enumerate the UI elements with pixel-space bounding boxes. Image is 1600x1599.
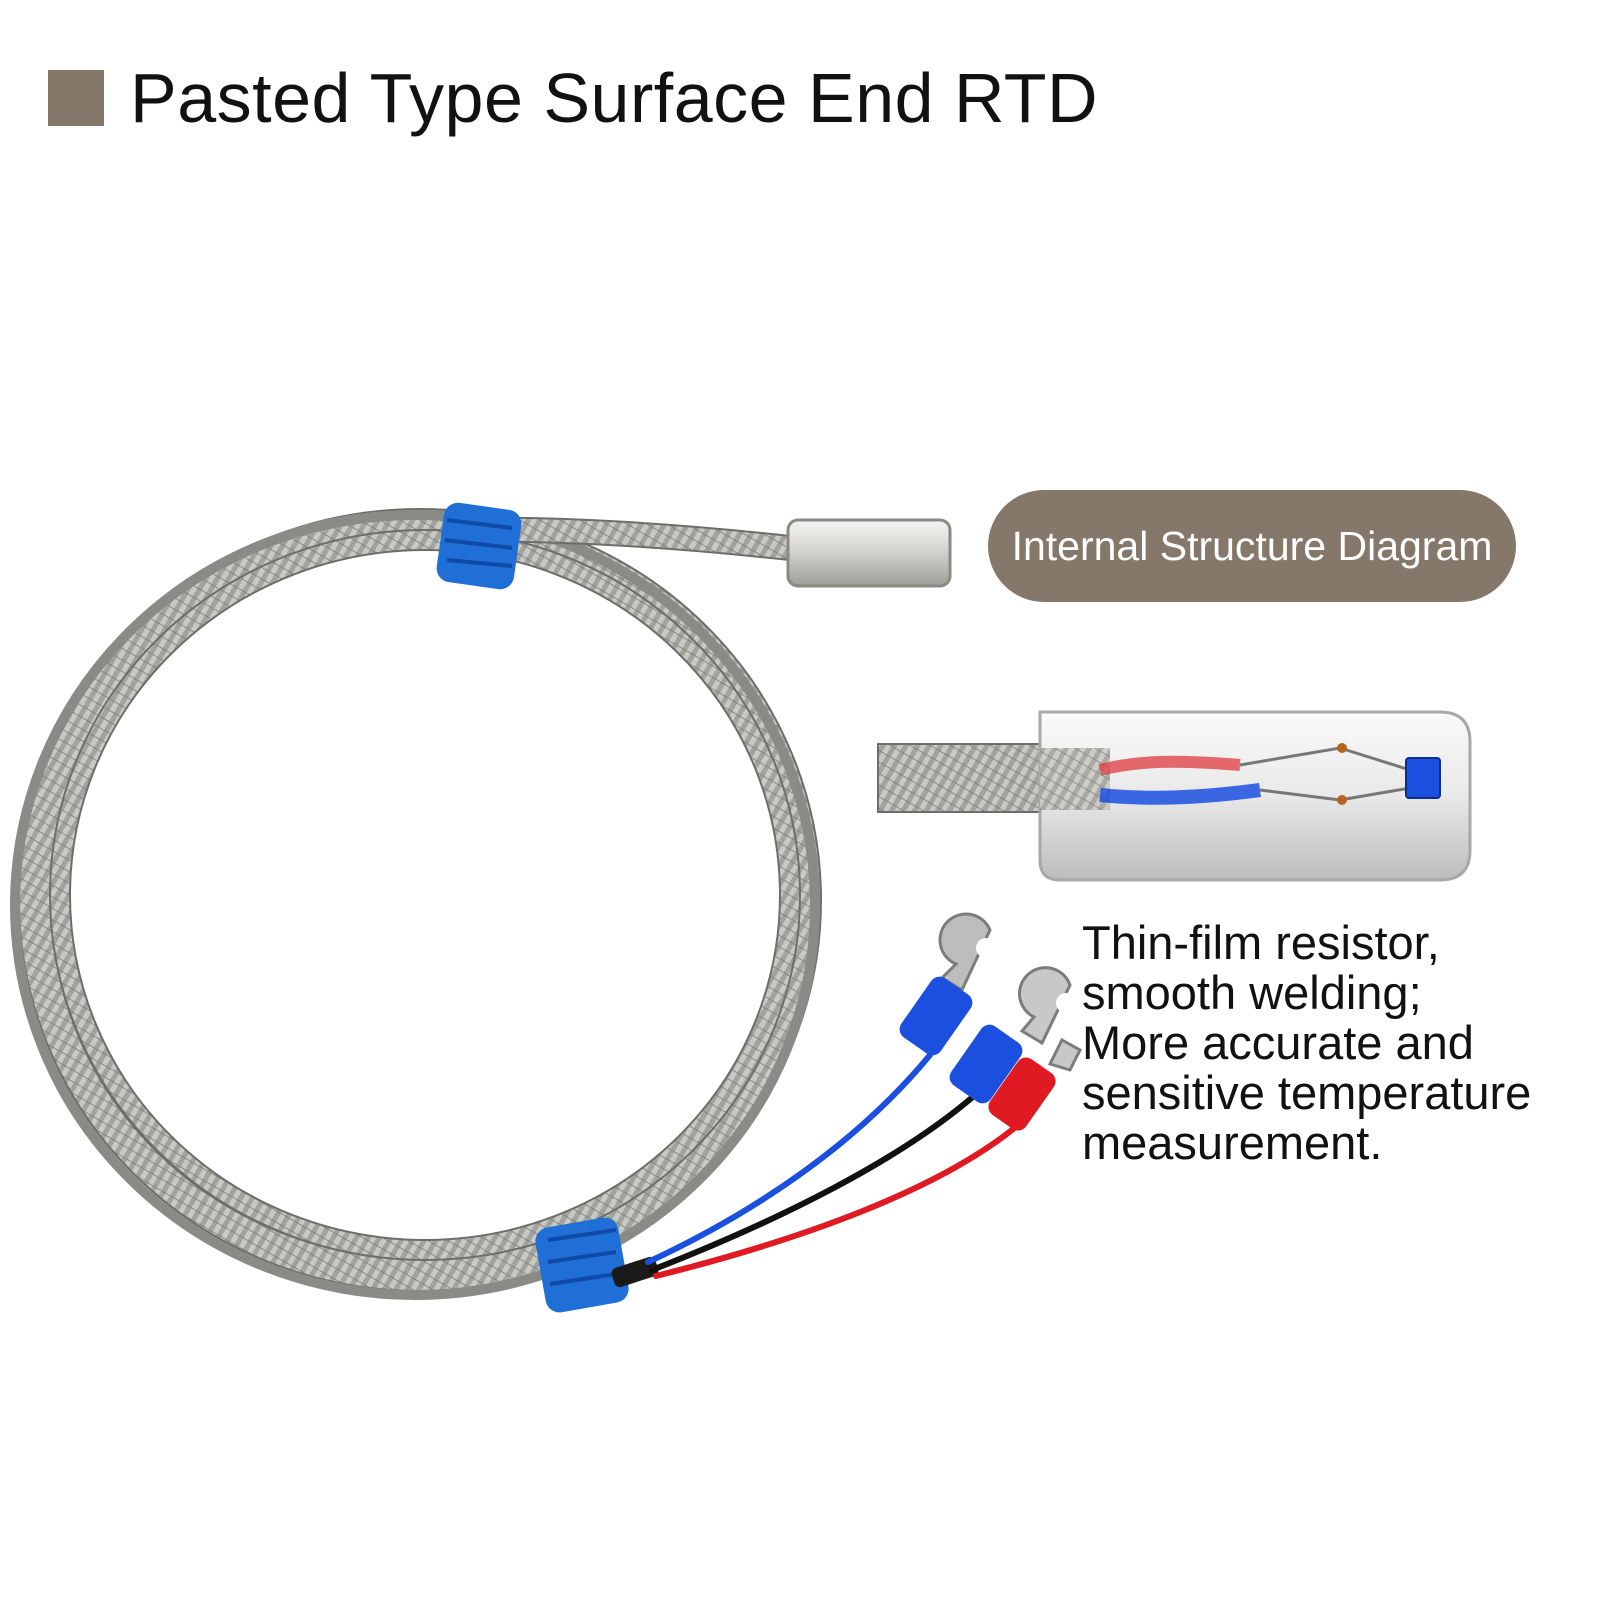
title-marker-square <box>48 70 104 126</box>
probe-tip <box>786 518 952 588</box>
blue-tape-wrap <box>436 502 522 590</box>
description-line: smooth welding; <box>1082 966 1422 1019</box>
description-text: Thin-film resistor, smooth welding; More… <box>1082 918 1592 1168</box>
description-line: sensitive temperature <box>1082 1066 1532 1119</box>
description-line: measurement. <box>1082 1116 1383 1169</box>
badge-label: Internal Structure Diagram <box>1011 522 1493 569</box>
description-line: More accurate and <box>1082 1016 1474 1069</box>
description-line: Thin-film resistor, <box>1082 916 1440 969</box>
page-title: Pasted Type Surface End RTD <box>130 59 1099 137</box>
title-bar: Pasted Type Surface End RTD <box>48 58 1098 138</box>
braided-cable-coil <box>10 508 822 1300</box>
internal-structure-badge: Internal Structure Diagram <box>988 490 1516 602</box>
lead-wires <box>645 1052 1021 1279</box>
internal-structure-diagram <box>877 710 1472 882</box>
ring-terminal-red <box>988 1037 1082 1131</box>
ring-terminal-blue <box>949 966 1076 1104</box>
blue-tape-wrap <box>535 1217 629 1313</box>
ring-terminal-blue <box>899 912 996 1056</box>
thin-film-resistor <box>1405 757 1441 799</box>
